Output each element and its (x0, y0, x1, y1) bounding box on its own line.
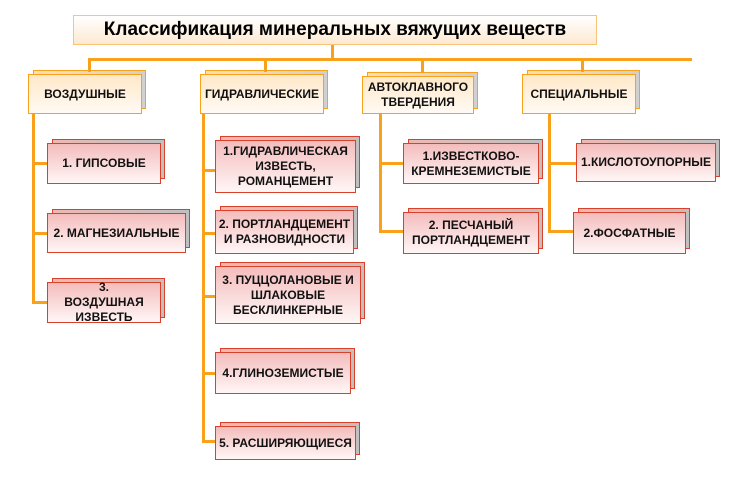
category-avtoklavnogo: АВТОКЛАВНОГО ТВЕРДЕНИЯ (362, 72, 478, 114)
connector (32, 162, 47, 165)
category-vozdushnye: ВОЗДУШНЫЕ (28, 70, 146, 114)
connector (32, 301, 47, 304)
connector (202, 372, 215, 375)
item-peschanyi-portlandcement: 2. ПЕСЧАНЫЙ ПОРТЛАНДЦЕМЕНТ (403, 208, 543, 254)
item-puccolanovye: 3. ПУЦЦОЛАНОВЫЕ И ШЛАКОВЫЕ БЕСКЛИНКЕРНЫЕ (215, 262, 365, 324)
item-fosfatnye: 2.ФОСФАТНЫЕ (573, 208, 690, 254)
connector (421, 58, 424, 72)
item-gipsovye: 1. ГИПСОВЫЕ (47, 139, 165, 184)
connector (331, 45, 334, 60)
connector (88, 58, 692, 61)
connector (202, 295, 215, 298)
connector (581, 58, 584, 72)
connector (264, 58, 267, 72)
connector (202, 440, 215, 443)
connector (548, 114, 551, 233)
category-gidravlicheskie: ГИДРАВЛИЧЕСКИЕ (200, 70, 328, 114)
connector (379, 162, 403, 165)
item-kislotoupornye: 1.КИСЛОТОУПОРНЫЕ (576, 139, 720, 182)
connector (202, 169, 215, 172)
connector (379, 114, 382, 233)
connector (32, 114, 35, 304)
connector (88, 58, 91, 72)
connector (202, 232, 215, 235)
category-specialnye: СПЕЦИАЛЬНЫЕ (522, 70, 640, 114)
item-glinozemistye: 4.ГЛИНОЗЕМИСТЫЕ (215, 348, 355, 394)
item-magnezialnye: 2. МАГНЕЗИАЛЬНЫЕ (47, 209, 190, 253)
item-vozdushnaya-izvest: 3. ВОЗДУШНАЯ ИЗВЕСТЬ (47, 278, 165, 324)
item-rasshiryayushchiesya: 5. РАСШИРЯЮЩИЕСЯ (215, 422, 360, 460)
item-portlandcement: 2. ПОРТЛАНДЦЕМЕНТ И РАЗНОВИДНОСТИ (215, 206, 358, 254)
connector (32, 232, 47, 235)
connector (202, 114, 205, 442)
item-gidr-izvest: 1.ГИДРАВЛИЧЕСКАЯ ИЗВЕСТЬ, РОМАНЦЕМЕНТ (215, 136, 360, 193)
diagram-title: Классификация минеральных вяжущих вещест… (73, 15, 597, 45)
connector (548, 162, 576, 165)
connector (548, 230, 573, 233)
connector (379, 230, 403, 233)
item-izvestkovo-kremnezemistye: 1.ИЗВЕСТКОВО-КРЕМНЕЗЕМИСТЫЕ (403, 139, 543, 184)
